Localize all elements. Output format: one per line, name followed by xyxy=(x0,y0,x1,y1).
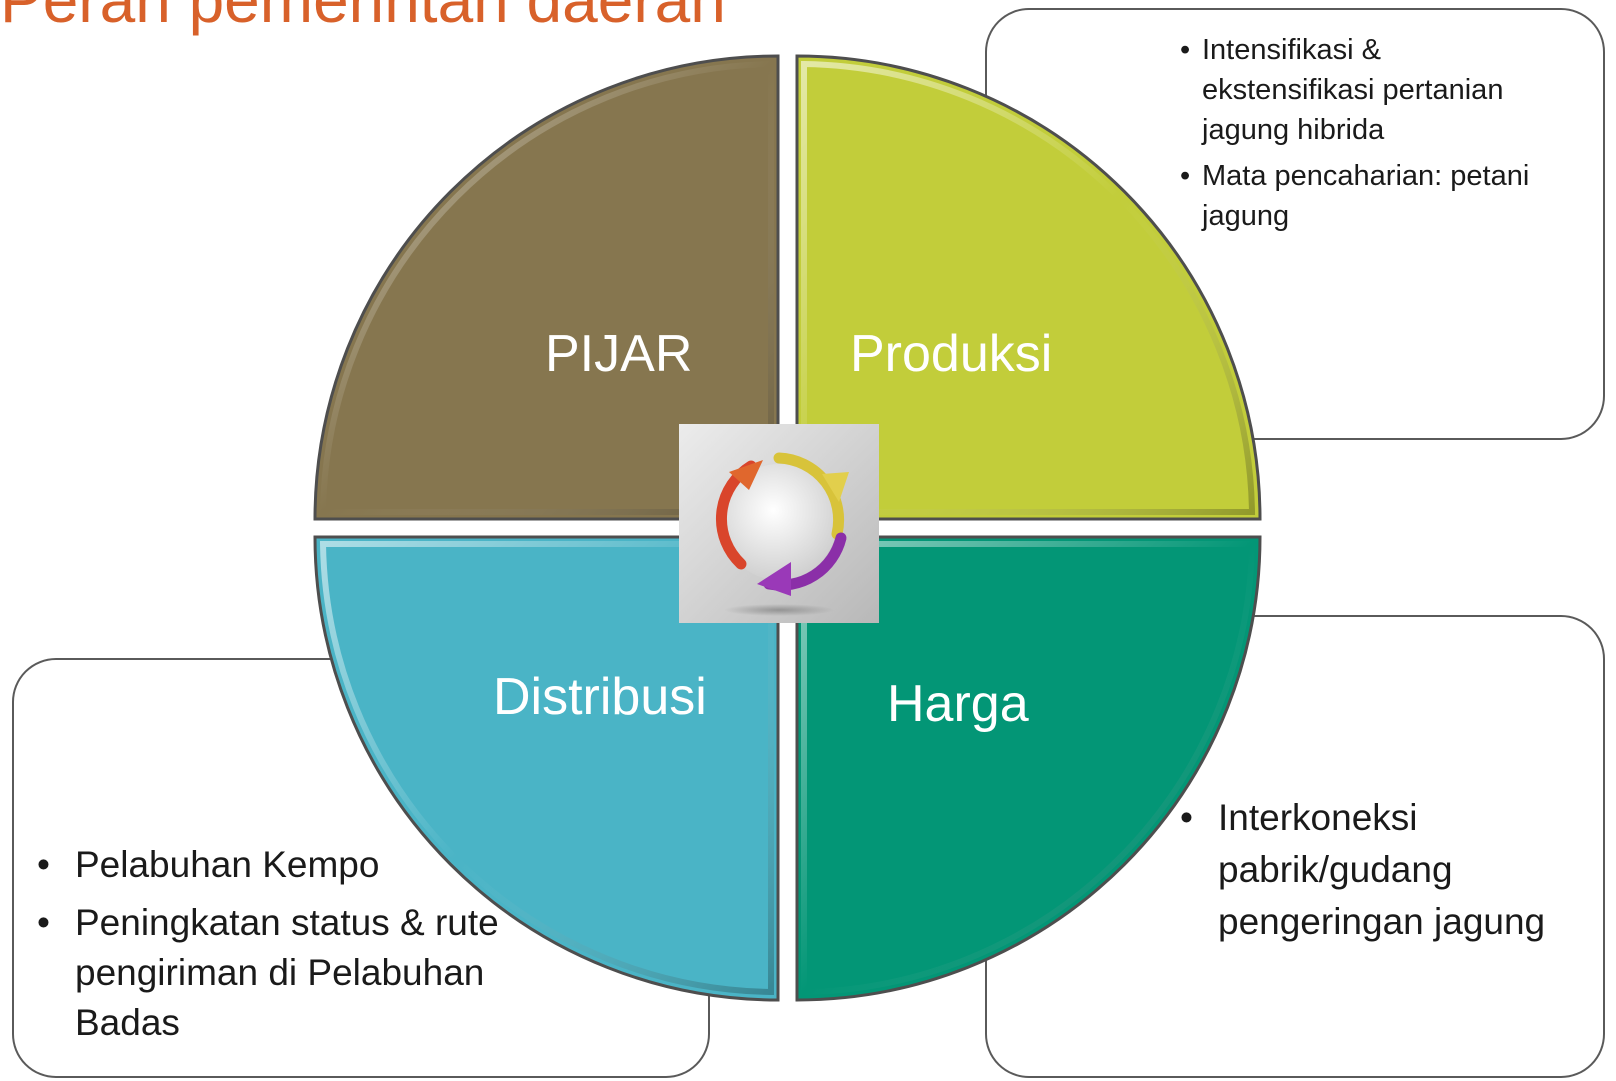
quadrant-produksi xyxy=(795,54,1262,521)
cycle-arrows-icon xyxy=(679,424,879,623)
distribusi-bullet-list: Pelabuhan Kempo Peningkatan status & rut… xyxy=(37,840,507,1056)
produksi-bullet-list: Intensifikasi & ekstensifikasi pertanian… xyxy=(1180,30,1540,242)
quadrant-harga xyxy=(795,535,1262,1002)
slide-title: Peran pemerintah daerah xyxy=(0,0,726,36)
harga-bullet-list: Interkoneksi pabrik/gudang pengeringan j… xyxy=(1180,792,1580,948)
quadrant-label-harga: Harga xyxy=(887,675,1029,733)
bullet-item: Mata pencaharian: petani jagung xyxy=(1180,156,1540,236)
bullet-item: Interkoneksi pabrik/gudang pengeringan j… xyxy=(1180,792,1580,948)
bullet-item: Intensifikasi & ekstensifikasi pertanian… xyxy=(1180,30,1540,150)
quadrant-label-distribusi: Distribusi xyxy=(493,668,707,726)
quadrant-pijar xyxy=(313,54,780,521)
quadrant-label-produksi: Produksi xyxy=(850,325,1053,383)
bullet-item: Peningkatan status & rute pengiriman di … xyxy=(37,898,507,1048)
quadrant-label-pijar: PIJAR xyxy=(545,325,693,383)
bullet-item: Pelabuhan Kempo xyxy=(37,840,507,890)
